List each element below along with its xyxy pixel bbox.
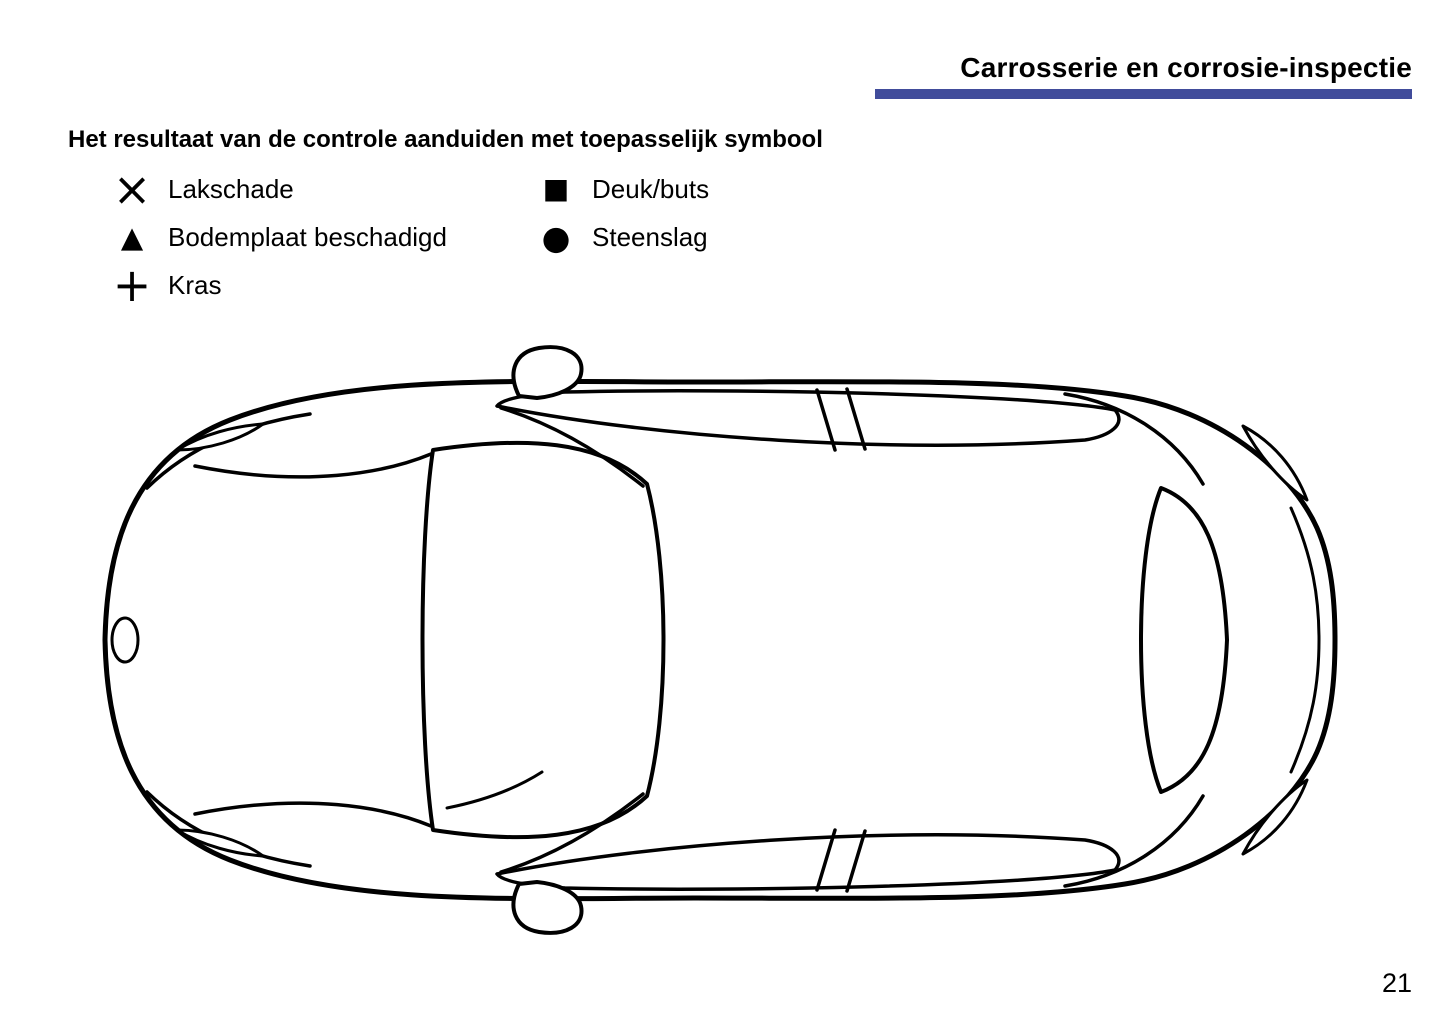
car-b-pillar-bottom-2 [845, 829, 867, 893]
filled-circle-icon: ● [541, 217, 571, 257]
car-rear-light-right [1241, 778, 1309, 856]
car-hood-crease-bottom [193, 801, 433, 828]
car-b-pillar-top-2 [845, 387, 867, 451]
car-headlight-left [175, 422, 265, 452]
legend-row-steenslag: ● Steenslag [532, 213, 709, 261]
car-rear-rim-line [1289, 506, 1321, 774]
car-a-pillar-bottom [499, 792, 645, 874]
car-top-view-svg [102, 345, 1338, 935]
car-windshield [420, 440, 666, 840]
car-top-view-diagram [95, 338, 1343, 946]
instruction-heading: Het resultaat van de controle aanduiden … [68, 126, 823, 153]
car-headlight-right [175, 828, 265, 858]
plus-sign-icon: + [112, 258, 152, 312]
legend-label-deuk: Deuk/buts [592, 173, 710, 204]
car-hatch-arc-bottom [1063, 794, 1205, 888]
legend-row-kras: + Kras [108, 261, 447, 309]
car-front-badge [110, 616, 140, 664]
car-mirror-top [511, 345, 584, 400]
legend-row-deuk: ■ Deuk/buts [532, 165, 709, 213]
car-drawing-group [102, 345, 1338, 935]
car-a-pillar-top [499, 406, 645, 488]
car-b-pillar-top-1 [815, 388, 837, 452]
car-b-pillar-bottom-1 [815, 828, 837, 892]
page-title: Carrosserie en corrosie-inspectie [960, 52, 1412, 83]
legend-label-kras: Kras [168, 269, 222, 300]
filled-square-icon: ■ [542, 172, 570, 205]
legend-label-bodemplaat: Bodemplaat beschadigd [168, 221, 447, 252]
filled-triangle-icon: ▲ [120, 219, 144, 254]
car-mirror-bottom [511, 880, 584, 935]
car-rear-window [1139, 486, 1229, 794]
legend-column-1: × Lakschade ▲ Bodemplaat beschadigd + Kr… [108, 165, 447, 309]
car-body-outline [102, 378, 1338, 902]
x-mark-icon: × [112, 162, 152, 216]
car-rear-light-left [1241, 424, 1309, 502]
title-underline-bar [875, 89, 1412, 99]
legend-column-2: ■ Deuk/buts ● Steenslag [532, 165, 709, 261]
legend-label-steenslag: Steenslag [592, 221, 708, 252]
legend-row-bodemplaat: ▲ Bodemplaat beschadigd [108, 213, 447, 261]
page-number: 21 [1381, 968, 1412, 998]
legend-label-lakschade: Lakschade [168, 173, 294, 204]
legend-row-lakschade: × Lakschade [108, 165, 447, 213]
car-wiper [445, 770, 544, 810]
car-hood-crease-top [193, 452, 433, 479]
car-hatch-arc-top [1063, 392, 1205, 486]
